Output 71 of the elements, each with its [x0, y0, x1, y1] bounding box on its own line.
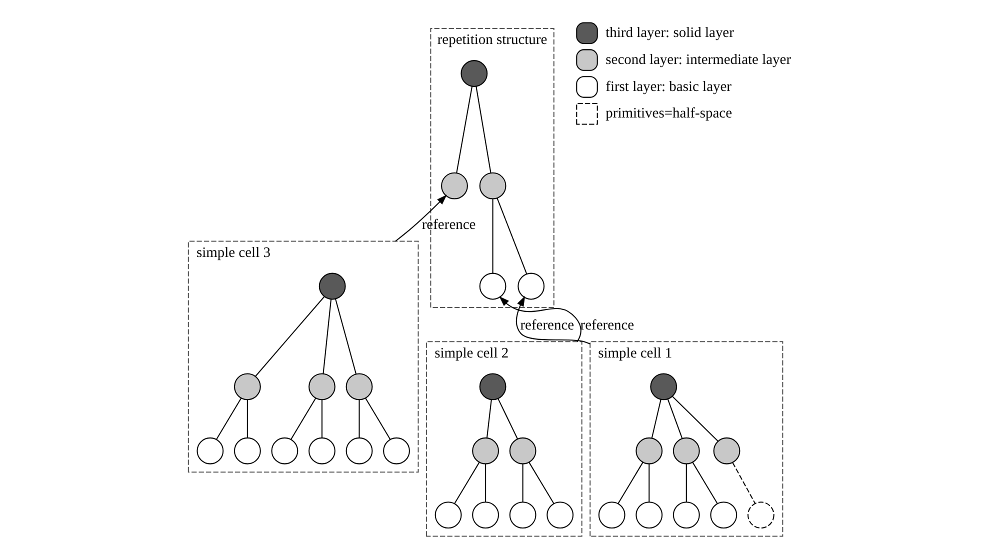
node-circle: [509, 502, 536, 529]
node-circle: [460, 60, 488, 87]
node-circle: [441, 172, 468, 200]
node-circle: [636, 437, 663, 464]
connector: [322, 299, 332, 374]
node-circle: [672, 502, 700, 529]
connector: [686, 464, 687, 502]
connector: [692, 462, 718, 504]
connector: [358, 400, 360, 438]
connector: [485, 464, 486, 502]
node-circle: [472, 502, 499, 529]
edge-label: reference: [422, 217, 476, 234]
node-circle: [271, 437, 298, 464]
node-circle: [346, 437, 373, 464]
connector: [492, 198, 494, 274]
node-circle: [434, 502, 462, 529]
node-circle: [234, 373, 261, 400]
node-circle: [308, 437, 336, 464]
connector: [454, 462, 480, 504]
node-circle: [318, 272, 346, 300]
connector: [321, 400, 322, 438]
connector: [648, 464, 650, 502]
node-circle: [598, 502, 626, 529]
node-circle: [383, 437, 410, 464]
node-circle: [747, 502, 774, 529]
legend-label: second layer: intermediate layer: [606, 52, 792, 68]
legend-label: first layer: basic layer: [606, 78, 732, 95]
connector: [667, 398, 683, 439]
connector: [496, 198, 528, 274]
node-circle: [346, 373, 373, 400]
connector: [216, 398, 242, 440]
cluster: simple cell 1: [590, 341, 784, 537]
connector: [335, 298, 357, 374]
connector: [672, 396, 718, 442]
node-circle: [509, 437, 536, 464]
node-circle: [479, 373, 506, 400]
cluster: simple cell 3: [188, 240, 419, 473]
edge-label: reference: [580, 317, 634, 334]
connector: [498, 398, 518, 439]
connector: [528, 462, 554, 504]
connector: [476, 86, 492, 173]
arrow: [395, 194, 447, 242]
node-circle: [710, 502, 738, 529]
node-circle: [479, 172, 506, 200]
node-circle: [518, 272, 545, 300]
connector: [255, 296, 325, 377]
node-circle: [234, 437, 261, 464]
cluster: simple cell 2: [426, 341, 582, 537]
node-circle: [196, 437, 224, 464]
arrow: [516, 296, 590, 344]
legend-label: primitives=half-space: [606, 106, 732, 122]
arrow: [499, 296, 582, 342]
connector: [365, 398, 391, 440]
edge-label: reference: [520, 317, 574, 334]
node-circle: [672, 437, 700, 464]
node-circle: [308, 373, 336, 400]
connector: [732, 462, 756, 504]
node-circle: [713, 437, 740, 464]
connector: [486, 400, 492, 438]
node-circle: [650, 373, 678, 400]
connector: [456, 86, 473, 173]
connector: [618, 462, 644, 504]
connector: [522, 464, 524, 502]
node-circle: [479, 272, 506, 300]
node-circle: [636, 502, 663, 529]
connector: [246, 400, 248, 438]
connector: [651, 399, 662, 438]
node-circle: [546, 502, 574, 529]
node-circle: [472, 437, 499, 464]
connector: [290, 398, 316, 440]
legend-label: third layer: solid layer: [606, 24, 734, 41]
